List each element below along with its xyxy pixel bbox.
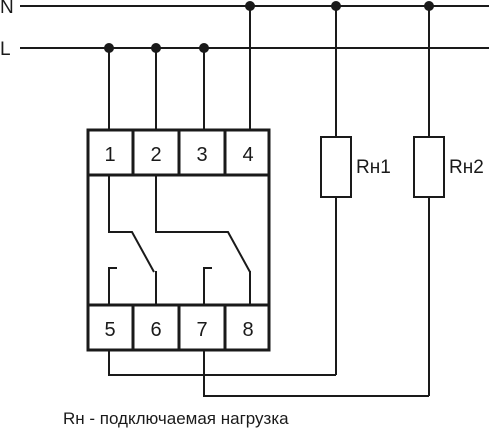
diagram-caption: Rн - подключаемая нагрузка <box>63 409 289 428</box>
load-label: Rн1 <box>356 157 391 178</box>
terminal-2-label: 2 <box>150 144 161 166</box>
terminal-7-label: 7 <box>196 319 207 341</box>
load-rn2: Rн2 <box>413 136 484 396</box>
junction-dot <box>245 1 255 11</box>
junction-dot <box>331 1 341 11</box>
terminal-1-label: 1 <box>104 144 115 166</box>
load-resistor <box>413 136 445 198</box>
terminal-6-label: 6 <box>150 319 161 341</box>
neutral-label: N <box>0 0 14 18</box>
contact-group-2 <box>155 175 251 305</box>
nc-contact-5 <box>108 267 117 305</box>
phase-label: L <box>0 39 11 60</box>
relay-module: 1 2 3 4 5 6 7 8 <box>86 128 271 352</box>
junction-dot <box>199 43 209 53</box>
load-label: Rн2 <box>449 157 484 178</box>
common-contact-2 <box>155 175 251 273</box>
wire-terminal-5-to-rn1 <box>108 350 336 376</box>
supply-lines: N L <box>0 0 489 60</box>
output-wiring <box>108 350 429 397</box>
supply-drops <box>108 6 430 137</box>
terminal-4-label: 4 <box>242 144 253 166</box>
common-contact-1 <box>108 175 155 273</box>
wire-terminal-7-to-rn2 <box>203 350 429 397</box>
contact-group-1 <box>108 175 157 305</box>
junction-dot <box>104 43 114 53</box>
junction-dot <box>424 1 434 11</box>
terminal-3-label: 3 <box>196 144 207 166</box>
junction-dot <box>151 43 161 53</box>
junction-dots <box>104 1 434 53</box>
terminal-5-label: 5 <box>104 319 115 341</box>
nc-contact-7 <box>203 267 212 305</box>
load-resistor <box>320 136 352 198</box>
terminal-8-label: 8 <box>242 319 253 341</box>
load-rn1: Rн1 <box>320 136 391 375</box>
